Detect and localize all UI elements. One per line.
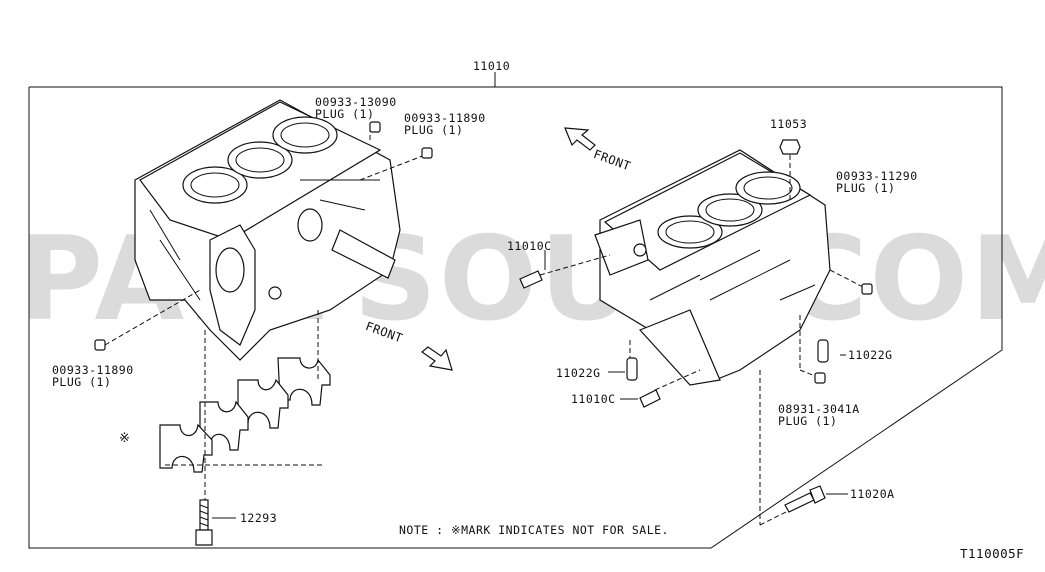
- label-11053: 11053: [770, 117, 808, 131]
- dowel-11010c-top-shape: [519, 270, 543, 289]
- label-11010c-top: 11010C: [507, 239, 552, 253]
- label-plug-qty-11890-top: PLUG (1): [404, 123, 464, 137]
- label-11022g-right: 11022G: [848, 348, 893, 362]
- label-00933-11890-left: 00933-11890: [52, 363, 134, 377]
- front-arrow-middle-shape: [421, 346, 453, 371]
- label-00933-13090: 00933-13090: [315, 95, 397, 109]
- plug-13090-shape: [369, 121, 381, 133]
- right-cylinder-block: [594, 149, 831, 386]
- label-12293: 12293: [240, 511, 278, 525]
- label-11010c-bottom: 11010C: [571, 392, 616, 406]
- label-11022g-left: 11022G: [556, 366, 601, 380]
- label-11020a: 11020A: [850, 487, 895, 501]
- left-cylinder-block: [134, 99, 401, 361]
- label-11010: 11010: [473, 59, 511, 73]
- front-arrow-top-shape: [564, 127, 596, 151]
- label-plug-qty-11890-left: PLUG (1): [52, 375, 112, 389]
- label-plug-qty-13090: PLUG (1): [315, 107, 375, 121]
- label-plug-qty-3041a: PLUG (1): [778, 414, 838, 428]
- label-08931-3041a: 08931-3041A: [778, 402, 860, 416]
- plug-3041a-shape: [814, 372, 826, 384]
- not-for-sale-mark: ※: [119, 431, 131, 446]
- bolt-12293-shape: [195, 499, 213, 546]
- pin-11022g-right-shape: [817, 339, 829, 363]
- diagram-code: T110005F: [960, 546, 1025, 561]
- plug-11890-top-shape: [421, 147, 433, 159]
- main-bearing-caps: [159, 357, 331, 473]
- dowel-11010c-bottom-shape: [639, 389, 661, 408]
- label-00933-11890-top: 00933-11890: [404, 111, 486, 125]
- label-plug-qty-11290: PLUG (1): [836, 181, 896, 195]
- assembly-frame: [28, 86, 1003, 549]
- label-00933-11290: 00933-11290: [836, 169, 918, 183]
- plug-11290-shape: [861, 283, 873, 295]
- nut-11053-shape: [779, 139, 801, 155]
- note-not-for-sale: NOTE : ※MARK INDICATES NOT FOR SALE.: [399, 523, 669, 537]
- pin-11022g-left-shape: [626, 357, 638, 381]
- bolt-11020a-shape: [784, 485, 826, 513]
- plug-11890-left-shape: [94, 339, 106, 351]
